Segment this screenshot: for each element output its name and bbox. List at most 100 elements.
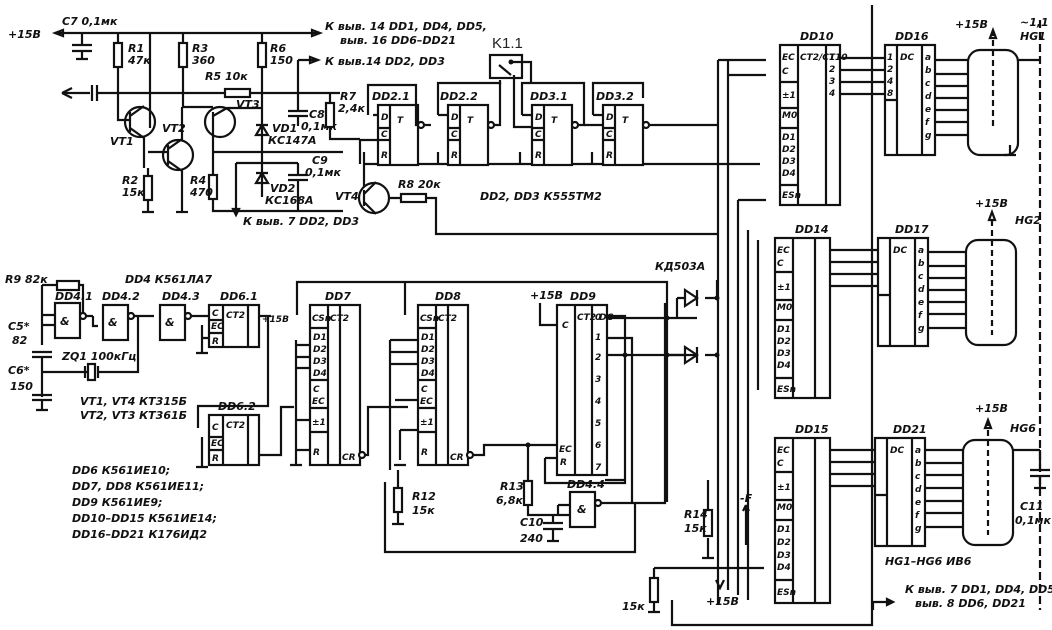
svg-text:a: a — [925, 53, 931, 63]
svg-text:EC: EC — [782, 53, 795, 63]
dd15-group: DD15 EC C ±1 M0 D1 D2 D3 D4 ESn -F DD21 … — [740, 402, 1052, 610]
r9-label: R9 82к — [5, 273, 48, 286]
c5-value: 82 — [12, 334, 28, 347]
svg-text:D: D — [381, 113, 389, 123]
svg-text:C: C — [421, 385, 428, 395]
svg-text:R: R — [535, 151, 542, 161]
bottom-supply-label: +15В — [706, 595, 739, 608]
svg-text:a: a — [915, 446, 921, 456]
hg2-supply-label: +15В — [975, 197, 1008, 210]
svg-text:C: C — [782, 67, 789, 77]
r13-value: 6,8к — [496, 494, 523, 507]
note-transistors-2: VT2, VT3 КТ361Б — [80, 409, 187, 422]
svg-text:M0: M0 — [782, 111, 797, 121]
svg-text:d: d — [915, 485, 922, 495]
r7-resistor — [324, 101, 336, 129]
svg-text:D1: D1 — [777, 525, 791, 535]
note-power-pins-1: К выв. 14 DD1, DD4, DD5, — [325, 20, 487, 33]
svg-text:C: C — [606, 130, 613, 140]
svg-text:±1: ±1 — [420, 418, 434, 428]
r3-label: R3 — [192, 42, 208, 55]
vt2-label: VT2 — [162, 122, 186, 135]
dd7-label: DD7 — [325, 290, 351, 303]
svg-text:D: D — [535, 113, 543, 123]
dd8-counter — [416, 303, 470, 467]
svg-text:D4: D4 — [313, 369, 327, 379]
svg-text:CT2/CT10: CT2/CT10 — [800, 53, 848, 63]
svg-text:C: C — [212, 423, 219, 433]
note-dd2-dd3-type: DD2, DD3 К555ТМ2 — [480, 190, 602, 203]
r12-label: R12 — [412, 490, 436, 503]
note-ics-3: DD9 К561ИЕ9; — [72, 496, 162, 509]
dd4-4-section: R13 6,8к & DD4.4 C10 240 — [496, 303, 667, 545]
svg-text:D: D — [606, 113, 614, 123]
note-ics-5: DD16–DD21 К176ИД2 — [72, 528, 207, 541]
vd2-label: VD2 — [270, 182, 296, 195]
svg-text:R: R — [606, 151, 613, 161]
c8-label: C8 — [309, 108, 325, 121]
svg-text:CT2: CT2 — [438, 314, 457, 324]
r3-resistor — [177, 41, 189, 69]
svg-text:g: g — [915, 524, 922, 534]
dd9-supply-label: +15В — [530, 289, 563, 302]
vt3-label: VT3 — [236, 98, 260, 111]
hg1-supply-label: +15В — [955, 18, 988, 31]
diode-1 — [683, 287, 699, 309]
r7-label: R7 — [340, 90, 356, 103]
svg-text:T: T — [397, 116, 404, 126]
svg-text:e: e — [918, 298, 924, 308]
svg-text:C: C — [562, 321, 569, 331]
r14-label: R14 — [684, 508, 708, 521]
dd10-label: DD10 — [800, 30, 834, 43]
svg-text:CR: CR — [342, 453, 356, 463]
svg-text:a: a — [918, 246, 924, 256]
svg-text:D1: D1 — [777, 325, 791, 335]
dd4-2-nand-gate — [101, 303, 130, 342]
svg-text:R: R — [212, 454, 219, 464]
note-power-pins-2: выв. 16 DD6–DD21 — [340, 34, 456, 47]
note-ics-4: DD10–DD15 К561ИЕ14; — [72, 512, 217, 525]
coupling-capacitor — [90, 85, 99, 101]
svg-text:EC: EC — [777, 246, 790, 256]
svg-text:CT2: CT2 — [226, 311, 245, 321]
vt1-label: VT1 — [110, 135, 134, 148]
svg-text:D3: D3 — [777, 551, 791, 561]
note-indicators: HG1–HG6 ИВ6 — [885, 555, 972, 568]
r1-value: 47к — [127, 54, 151, 67]
svg-text:EC: EC — [420, 397, 433, 407]
dd9-label: DD9 — [570, 290, 596, 303]
diode-2 — [683, 344, 699, 366]
dd6-1-label: DD6.1 — [220, 290, 258, 303]
svg-text:0: 0 — [595, 313, 601, 323]
c11-label: C11 — [1020, 500, 1043, 513]
vt4-section: VT4 R8 20к — [335, 152, 718, 236]
dd8-label: DD8 — [435, 290, 461, 303]
dd4-3-label: DD4.3 — [162, 290, 200, 303]
svg-text:T: T — [467, 116, 474, 126]
dd3-2-label: DD3.2 — [596, 90, 634, 103]
vd2-zener — [254, 170, 270, 185]
svg-text:D: D — [451, 113, 459, 123]
svg-text:±1: ±1 — [782, 91, 796, 101]
svg-text:CT2 DC: CT2 DC — [577, 313, 614, 323]
svg-text:D2: D2 — [777, 538, 791, 548]
r4-resistor — [207, 173, 219, 201]
svg-text:2: 2 — [829, 65, 835, 75]
dd21-label: DD21 — [893, 423, 927, 436]
svg-text:R: R — [381, 151, 388, 161]
svg-text:f: f — [925, 118, 930, 128]
svg-text:M0: M0 — [777, 503, 792, 513]
svg-text:D2: D2 — [777, 337, 791, 347]
svg-text:CSn: CSn — [312, 314, 331, 324]
zq1-crystal — [86, 362, 97, 382]
svg-text:b: b — [925, 66, 932, 76]
svg-text:CR: CR — [450, 453, 464, 463]
output-arrow-icon — [61, 87, 73, 99]
dd7-dd8-section: DD7 CSn CT2 D1 D2 D3 D4 C EC ±1 R CR DD8… — [290, 280, 669, 554]
hg2-label: HG2 — [1015, 214, 1041, 227]
r13-label: R13 — [500, 480, 524, 493]
svg-text:EC: EC — [312, 397, 325, 407]
svg-text:D4: D4 — [777, 563, 791, 573]
c7-capacitor — [72, 33, 92, 61]
